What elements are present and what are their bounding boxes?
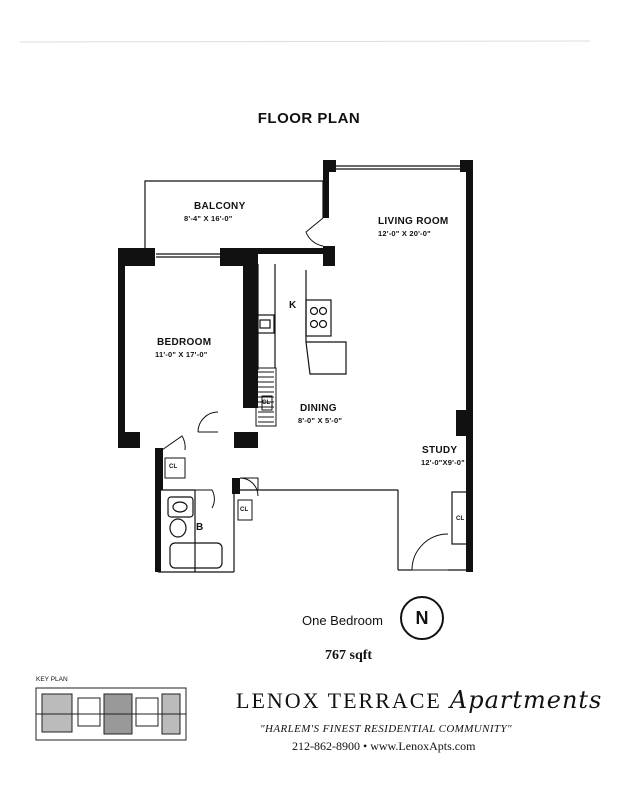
closet-label: CL bbox=[240, 507, 249, 513]
room-dims-study: 12'-0"X9'-0" bbox=[421, 458, 465, 467]
brand-name: LENOX TERRACE bbox=[236, 688, 442, 713]
room-label-dining: DINING bbox=[300, 403, 337, 414]
room-label-bedroom: BEDROOM bbox=[157, 337, 212, 348]
closet-doors bbox=[164, 395, 273, 521]
room-label-kitchen: K bbox=[289, 300, 297, 311]
room-dims-balcony: 8'-4" X 16'-0" bbox=[184, 214, 233, 223]
balcony-outline bbox=[144, 180, 324, 252]
room-label-living-room: LIVING ROOM bbox=[378, 216, 449, 227]
contact-info: 212-862-8900 • www.LenoxApts.com bbox=[292, 739, 476, 753]
room-label-study: STUDY bbox=[422, 445, 458, 456]
closet-label: CL bbox=[169, 464, 178, 470]
closet-label: CL bbox=[456, 516, 465, 522]
room-dims-dining: 8'-0" X 5'-0" bbox=[298, 416, 343, 425]
scan-edge bbox=[19, 40, 591, 43]
unit-letter-badge: N bbox=[400, 596, 444, 640]
brand-logo: LENOX TERRACE Apartments bbox=[236, 686, 602, 714]
room-label-balcony: BALCONY bbox=[194, 201, 246, 212]
brand-script: Apartments bbox=[449, 686, 603, 714]
key-plan-drawing bbox=[35, 687, 187, 741]
page-title: FLOOR PLAN bbox=[257, 110, 361, 127]
key-plan-label: KEY PLAN bbox=[36, 676, 68, 683]
closet-hatch bbox=[255, 367, 277, 427]
door-swings bbox=[161, 217, 449, 571]
thick-walls bbox=[118, 160, 473, 572]
unit-area: 767 sqft bbox=[325, 648, 373, 663]
room-dims-living-room: 12'-0" X 20'-0" bbox=[378, 229, 431, 238]
closet-label: CL bbox=[262, 400, 271, 406]
unit-type: One Bedroom bbox=[302, 613, 383, 628]
room-dims-bedroom: 11'-0" X 17'-0" bbox=[155, 350, 208, 359]
unit-letter: N bbox=[415, 607, 429, 628]
brand-tagline: "HARLEM'S FINEST RESIDENTIAL COMMUNITY" bbox=[260, 723, 512, 735]
room-label-bath: B bbox=[196, 522, 204, 533]
